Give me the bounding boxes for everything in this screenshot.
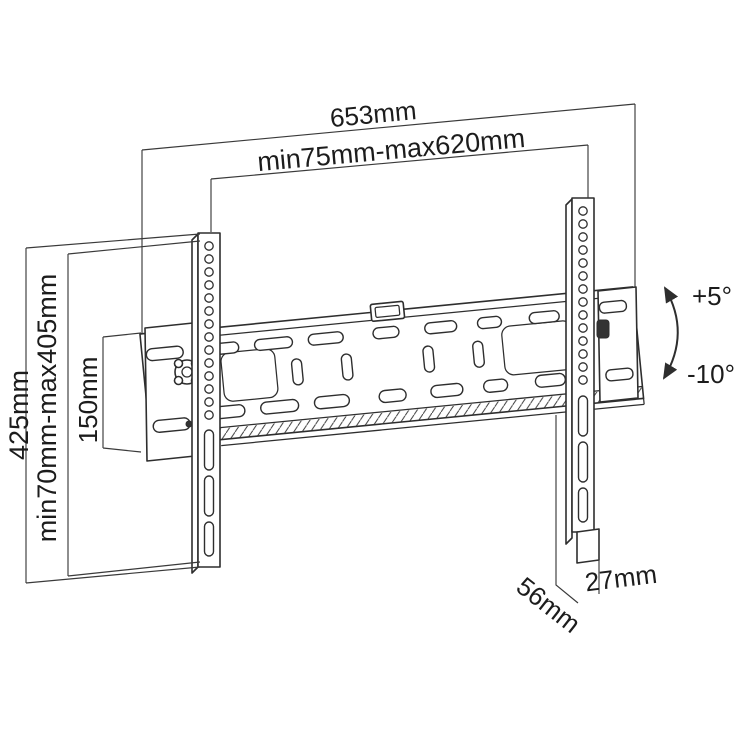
right-tv-rail <box>565 197 600 564</box>
dim-vesa-width-line <box>210 144 589 232</box>
dim-overall-width-line <box>141 103 636 333</box>
right-rail-slots <box>577 395 589 523</box>
overall-width-label: 653mm <box>329 95 418 133</box>
left-rail-holes <box>204 241 214 420</box>
dim-bracket-height-line <box>25 233 201 584</box>
vesa-width-range-label: min75mm-max620mm <box>256 123 526 177</box>
right-rail-holes <box>578 206 588 385</box>
plate-lower-slots <box>212 372 567 420</box>
safety-latch-clip <box>369 300 406 323</box>
wall-plate <box>139 286 645 449</box>
depth-front-label: 27mm <box>583 559 658 598</box>
dim-vesa-height-line <box>67 240 201 577</box>
left-bracket-screw <box>185 420 193 428</box>
dim-depth-lines <box>555 415 600 604</box>
left-rail-side-edge <box>191 233 199 574</box>
depth-total-label: 56mm <box>511 571 586 639</box>
tilt-axle <box>596 319 610 339</box>
right-rail-side-edge <box>565 198 573 545</box>
dim-plate-height-line <box>102 332 142 453</box>
tilt-down-label: -10° <box>687 359 735 389</box>
left-tv-rail <box>191 232 221 574</box>
right-bracket-slots <box>598 299 634 382</box>
right-rail-bottom-hook <box>576 528 600 564</box>
tilt-angle-arrow <box>662 286 679 380</box>
left-rail-slots <box>203 429 215 557</box>
bracket-height-label: 425mm <box>4 370 34 460</box>
plate-vertical-slots <box>290 340 485 386</box>
plate-height-label: 150mm <box>73 357 103 444</box>
tilt-up-label: +5° <box>692 281 732 311</box>
plate-cutout-left <box>220 348 279 402</box>
wall-plate-bottom-fold <box>159 385 643 435</box>
wall-plate-lip-hatching <box>159 387 644 445</box>
vesa-height-range-label: min70mm-max405mm <box>32 274 62 543</box>
right-tilt-bracket <box>596 286 639 403</box>
dimension-lines <box>25 103 636 604</box>
